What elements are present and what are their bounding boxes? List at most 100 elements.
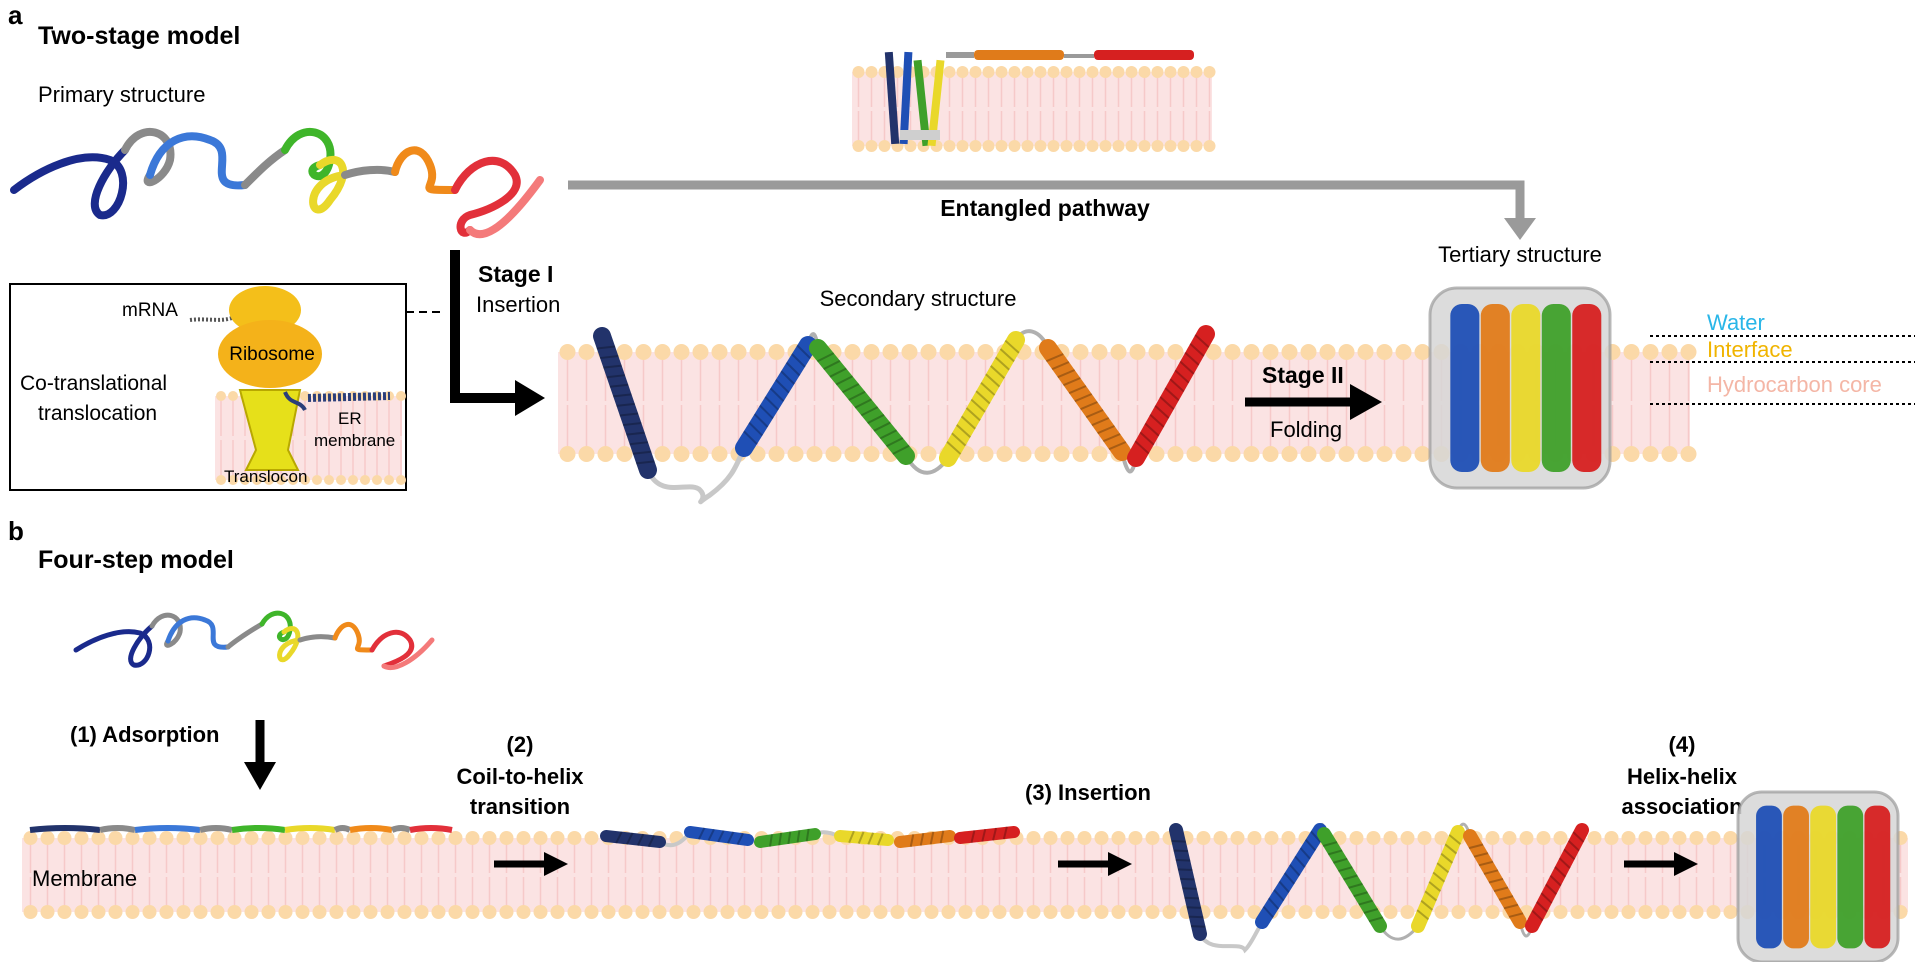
ribosome-label: Ribosome	[229, 344, 315, 365]
helix-body	[600, 830, 666, 848]
tertiary-structure	[1428, 286, 1612, 490]
helix-stripe	[1273, 889, 1285, 902]
lipid-head	[448, 905, 463, 919]
helix-stripe	[1057, 369, 1076, 379]
panel-b-title: Four-step model	[38, 546, 234, 574]
lipid-head	[654, 446, 671, 462]
helix-body	[954, 826, 1020, 844]
helix-body	[1411, 825, 1465, 933]
lipid-head	[878, 140, 891, 152]
lipid-head	[1587, 831, 1602, 845]
helix-stripe	[1164, 387, 1180, 402]
lipid-head	[1112, 140, 1125, 152]
lipid-head	[295, 831, 310, 845]
lipid-head	[431, 905, 446, 919]
lipid-head	[1047, 140, 1060, 152]
primary-structure-label: Primary structure	[38, 82, 205, 107]
lipid-head	[329, 831, 344, 845]
helix-stripe	[892, 444, 910, 455]
lipid-head	[703, 905, 718, 919]
bundle-helix	[1511, 304, 1541, 472]
lipid-head	[380, 831, 395, 845]
helix-stripe	[867, 413, 885, 425]
helix-stripe	[1304, 838, 1317, 852]
lipid-head	[1672, 905, 1687, 919]
lipid-head	[692, 344, 709, 360]
lipid-head	[1281, 905, 1296, 919]
lipid-head	[982, 140, 995, 152]
lipid-head	[1376, 446, 1393, 462]
helix-stripe	[787, 831, 792, 845]
chain-segment	[349, 825, 393, 833]
lipid-head	[414, 905, 429, 919]
lipid-head	[1203, 140, 1216, 152]
lipid-head	[1655, 905, 1670, 919]
lipid-head	[312, 905, 327, 919]
water-label: Water	[1707, 310, 1765, 335]
helix-stripe	[647, 834, 656, 848]
lipid-head	[1053, 446, 1070, 462]
lipid-head	[1148, 446, 1165, 462]
helix-body	[754, 828, 821, 848]
helix-stripe	[1549, 874, 1562, 887]
helix-body	[1525, 823, 1589, 933]
lipid-head	[516, 831, 531, 845]
lipid-head	[1034, 140, 1047, 152]
helix-stripe	[1175, 858, 1191, 862]
helix-stripe	[909, 834, 915, 847]
helix-stripe	[769, 387, 785, 402]
lipid-head	[1319, 446, 1336, 462]
lipid-head	[125, 905, 140, 919]
lipid-head	[1661, 344, 1678, 360]
helix-stripe	[1310, 830, 1322, 843]
lipid-head	[567, 831, 582, 845]
helix-stripe	[848, 830, 855, 844]
layer-legend: Water Interface Hydrocarbon core	[1650, 310, 1915, 405]
lipid-head	[635, 344, 652, 360]
lipid-head	[559, 446, 576, 462]
helix-stripe	[1174, 369, 1190, 384]
helix-body	[735, 336, 817, 457]
lipid-head	[1230, 831, 1245, 845]
helix-stripe	[603, 364, 622, 369]
lipid-head	[363, 905, 378, 919]
lipid-head	[1338, 446, 1355, 462]
lipid-head	[1186, 446, 1203, 462]
helix-body	[684, 826, 754, 846]
stage1-arrowhead	[515, 380, 545, 416]
lipid-head	[601, 905, 616, 919]
helix	[1411, 825, 1465, 933]
helix-stripe	[1478, 860, 1494, 867]
lipid-head	[559, 344, 576, 360]
helix-stripe	[1322, 841, 1338, 847]
helix-stripe	[1179, 360, 1195, 375]
lipid-head	[159, 905, 174, 919]
lipid-head	[1128, 905, 1143, 919]
lipid-head	[1138, 140, 1151, 152]
helix-bundle	[1736, 790, 1900, 964]
helix-stripe	[1004, 339, 1020, 354]
chain-segment	[333, 825, 352, 833]
lipid-head	[91, 905, 106, 919]
step3-label: (3) Insertion	[1025, 780, 1151, 805]
lipid-head	[346, 831, 361, 845]
step4-num: (4)	[1669, 732, 1696, 757]
lipid-head	[1638, 905, 1653, 919]
lipid-head	[142, 905, 157, 919]
helix-stripe	[619, 412, 639, 417]
lipid-head	[227, 905, 242, 919]
tertiary-structure-small	[1736, 790, 1900, 964]
lipid-head	[1073, 66, 1086, 78]
helix-stripe	[1102, 433, 1121, 443]
lipid-head	[578, 344, 595, 360]
lipid-head	[1151, 140, 1164, 152]
lipid-head	[711, 446, 728, 462]
lipid-head	[652, 905, 667, 919]
secondary-structure-label: Secondary structure	[820, 286, 1017, 311]
helix-stripe	[1068, 385, 1087, 395]
lipid-head	[57, 905, 72, 919]
lipid-head	[1485, 831, 1500, 845]
helix	[684, 826, 754, 846]
helix-stripe	[1503, 903, 1519, 910]
helix-stripe	[854, 398, 872, 409]
